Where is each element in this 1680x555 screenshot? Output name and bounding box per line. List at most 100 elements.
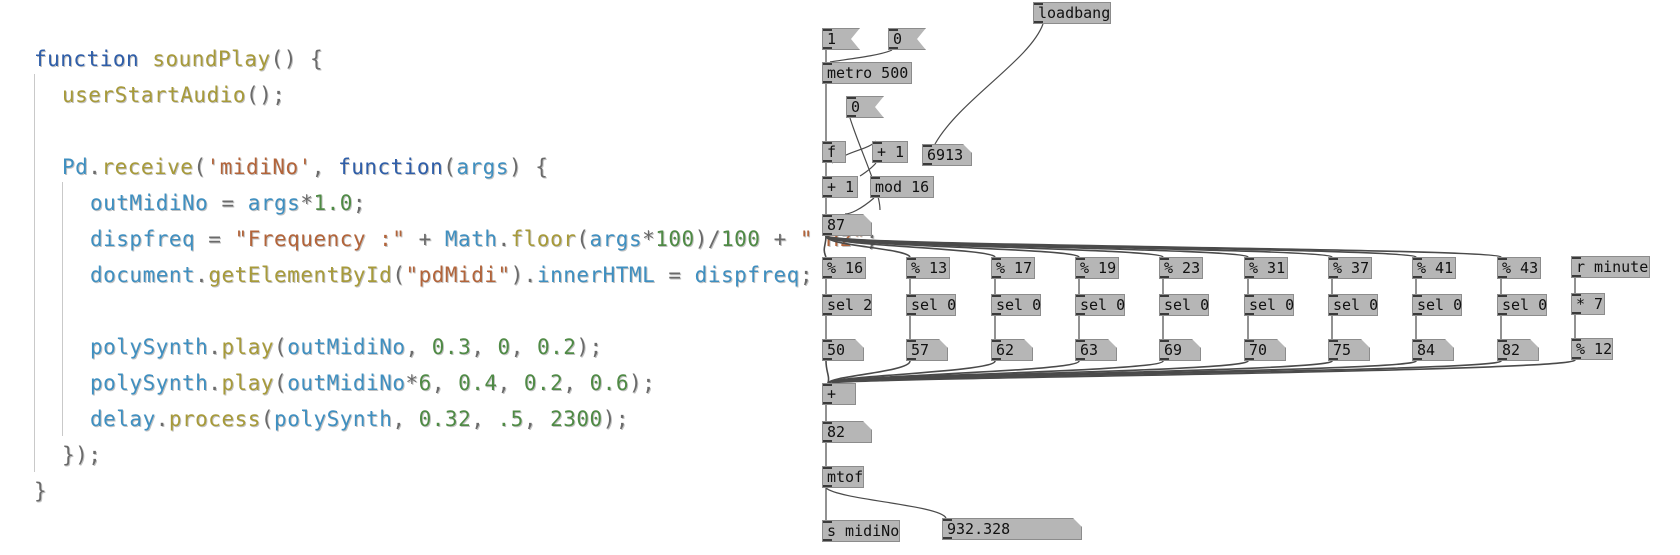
modulo-object[interactable]: % 43 xyxy=(1497,257,1541,279)
plus-object[interactable]: + xyxy=(822,383,856,405)
mod16-object[interactable]: mod 16 xyxy=(870,176,934,198)
code-token: + xyxy=(760,227,800,251)
metro-object[interactable]: metro 500 xyxy=(822,62,912,84)
code-token: function xyxy=(34,47,140,71)
code-token: args xyxy=(247,191,301,215)
indent-guide-outer xyxy=(34,74,35,472)
select-object[interactable]: sel 2 xyxy=(822,294,872,316)
message-box-1[interactable]: 1 xyxy=(822,28,860,50)
message-box-reset[interactable]: 0 xyxy=(846,96,884,118)
wire xyxy=(827,360,1249,384)
code-token: ); xyxy=(602,407,629,431)
code-token: ). xyxy=(510,263,537,287)
indent-guide-inner xyxy=(62,182,63,436)
code-token: , xyxy=(523,407,551,431)
code-token: innerHTML xyxy=(536,263,656,287)
sum-number-box[interactable]: 82 xyxy=(822,421,872,443)
code-token: . xyxy=(497,227,511,251)
select-object[interactable]: sel 0 xyxy=(1244,294,1294,316)
note-number-box[interactable]: 62 xyxy=(991,339,1033,361)
select-object[interactable]: sel 0 xyxy=(991,294,1041,316)
wire xyxy=(825,487,947,519)
select-object[interactable]: sel 0 xyxy=(1328,294,1378,316)
note-number-box[interactable]: 69 xyxy=(1159,339,1201,361)
modulo-object[interactable]: % 23 xyxy=(1159,257,1203,279)
float-object[interactable]: f xyxy=(822,141,846,163)
select-object[interactable]: sel 0 xyxy=(1075,294,1125,316)
modulo-object[interactable]: % 31 xyxy=(1244,257,1288,279)
code-line: delay.process(polySynth, 0.32, .5, 2300)… xyxy=(90,406,629,432)
modulo-object[interactable]: % 37 xyxy=(1328,257,1372,279)
modulo-object[interactable]: % 19 xyxy=(1075,257,1119,279)
modulo-object[interactable]: % 16 xyxy=(822,257,866,279)
note-number-box[interactable]: 84 xyxy=(1412,339,1454,361)
note-number-box[interactable]: 57 xyxy=(906,339,948,361)
select-object[interactable]: sel 0 xyxy=(1412,294,1462,316)
modulo-object[interactable]: % 41 xyxy=(1412,257,1456,279)
code-token: = xyxy=(195,227,235,251)
wire xyxy=(934,23,1044,145)
code-token: 6 xyxy=(418,371,432,395)
code-token: )/ xyxy=(694,227,721,251)
code-token: polySynth xyxy=(90,335,209,359)
code-line: document.getElementById("pdMidi").innerH… xyxy=(90,262,813,288)
code-token: . xyxy=(195,263,209,287)
code-line: dispfreq = "Frequency :" + Math.floor(ar… xyxy=(90,226,879,252)
code-token: delay xyxy=(90,407,156,431)
plus-one-object-b[interactable]: + 1 xyxy=(822,176,858,198)
select-object[interactable]: sel 0 xyxy=(1159,294,1209,316)
code-token: receive xyxy=(101,155,194,179)
code-token: getElementById xyxy=(208,263,393,287)
select-object[interactable]: sel 0 xyxy=(906,294,956,316)
code-line: outMidiNo = args*1.0; xyxy=(90,190,366,216)
code-token: . xyxy=(208,371,222,395)
code-token: play xyxy=(221,371,275,395)
code-token: outMidiNo xyxy=(287,335,406,359)
code-line: Pd.receive('midiNo', function(args) { xyxy=(62,154,548,180)
mtof-object[interactable]: mtof xyxy=(822,466,864,488)
code-token: outMidiNo xyxy=(90,191,209,215)
mod12-object[interactable]: % 12 xyxy=(1571,338,1613,360)
code-token: args xyxy=(589,227,643,251)
code-token: outMidiNo xyxy=(287,371,406,395)
code-token: args xyxy=(456,155,509,179)
frequency-number-box[interactable]: 932.328 xyxy=(942,518,1082,540)
code-token: process xyxy=(168,407,261,431)
code-token: ( xyxy=(576,227,590,251)
counter-number-box[interactable]: 6913 xyxy=(922,144,972,166)
select-object[interactable]: sel 0 xyxy=(1497,294,1547,316)
code-token: "Frequency :" xyxy=(234,227,406,251)
code-token: * xyxy=(300,191,314,215)
code-token: 2300 xyxy=(550,407,603,431)
code-token: ( xyxy=(193,155,207,179)
code-token xyxy=(139,47,152,71)
note-number-box[interactable]: 82 xyxy=(1497,339,1539,361)
message-box-0[interactable]: 0 xyxy=(888,28,926,50)
send-midino-object[interactable]: s midiNo xyxy=(822,520,900,542)
receive-minute-object[interactable]: r minute xyxy=(1571,256,1650,278)
code-token: 0.6 xyxy=(589,371,629,395)
code-token: 0.4 xyxy=(458,371,498,395)
wire xyxy=(827,360,996,384)
note-number-box[interactable]: 50 xyxy=(822,339,864,361)
loadbang-object[interactable]: loadbang xyxy=(1033,2,1111,24)
modulo-object[interactable]: % 13 xyxy=(906,257,950,279)
note-number-box[interactable]: 75 xyxy=(1328,339,1370,361)
code-editor[interactable]: function soundPlay() {userStartAudio();P… xyxy=(0,0,878,555)
plus-one-object-a[interactable]: + 1 xyxy=(872,141,908,163)
note-number-box[interactable]: 63 xyxy=(1075,339,1117,361)
code-token: Math xyxy=(444,227,498,251)
wire xyxy=(827,360,1164,384)
index-number-box[interactable]: 87 xyxy=(822,214,872,236)
code-token: 0.2 xyxy=(523,371,564,395)
code-token: document xyxy=(90,263,196,287)
modulo-object[interactable]: % 17 xyxy=(991,257,1035,279)
wire xyxy=(827,360,1502,384)
wire xyxy=(844,197,875,215)
wire xyxy=(859,162,877,177)
times7-object[interactable]: * 7 xyxy=(1571,293,1605,315)
code-token: ; xyxy=(352,191,367,215)
note-number-box[interactable]: 70 xyxy=(1244,339,1286,361)
code-line: polySynth.play(outMidiNo, 0.3, 0, 0.2); xyxy=(90,334,603,360)
